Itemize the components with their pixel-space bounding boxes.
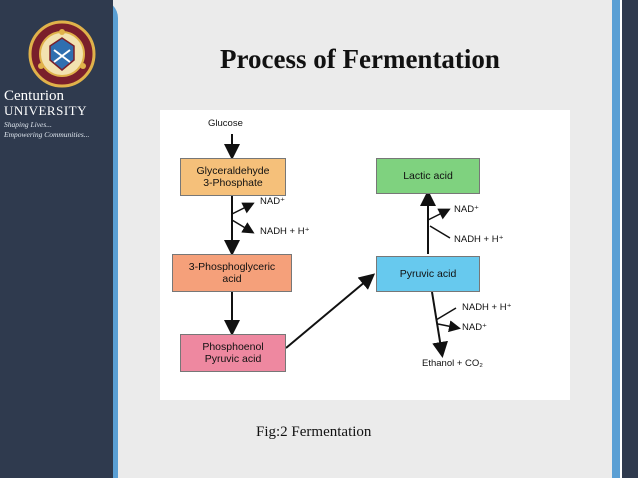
node-pyruvic-acid: Pyruvic acid <box>376 256 480 292</box>
brand-name-line1: Centurion <box>4 88 64 104</box>
arrow-nad-out-ethanol <box>437 320 461 333</box>
tagline-line1: Shaping Lives... <box>4 120 52 129</box>
node-lactic-acid: Lactic acid <box>376 158 480 194</box>
arrow-nadh-in-lactic <box>429 225 451 239</box>
node-pep-label: Phosphoenol Pyruvic acid <box>202 341 264 365</box>
node-phosphoenol-pyruvic-acid: Phosphoenol Pyruvic acid <box>180 334 286 372</box>
node-glyceraldehyde-3-phosphate: Glyceraldehyde 3-Phosphate <box>180 158 286 196</box>
right-accent <box>612 0 620 478</box>
label-nad-2: NAD⁺ <box>454 204 480 215</box>
arrow-nadh-in-ethanol <box>435 307 457 321</box>
arrow-pyruvic-to-ethanol <box>431 291 448 358</box>
arrow-nad-in <box>231 202 255 215</box>
label-nadh-3: NADH + H⁺ <box>462 302 512 313</box>
arrow-pep-to-pyruvic <box>285 273 376 349</box>
label-nadh-1: NADH + H⁺ <box>260 226 310 237</box>
label-nad-3: NAD⁺ <box>462 322 488 333</box>
label-ethanol-co2: Ethanol + CO₂ <box>422 358 483 369</box>
arrow-nadh-out <box>231 219 255 234</box>
label-glucose: Glucose <box>208 118 243 129</box>
sidebar: Centurion UNIVERSITY Shaping Lives... Em… <box>0 0 113 478</box>
fermentation-diagram: Glucose Glyceraldehyde 3-Phosphate NAD⁺ … <box>160 110 570 400</box>
right-border <box>622 0 638 478</box>
node-3-phosphoglyceric-acid: 3-Phosphoglyceric acid <box>172 254 292 292</box>
arrow-nad-out-lactic <box>427 208 451 221</box>
label-nad-1: NAD⁺ <box>260 196 286 207</box>
university-logo <box>28 20 96 88</box>
node-3pg-label: 3-Phosphoglyceric acid <box>188 261 276 285</box>
label-nadh-2: NADH + H⁺ <box>454 234 504 245</box>
node-pyruvic-label: Pyruvic acid <box>399 268 457 280</box>
node-glyceraldehyde-label: Glyceraldehyde 3-Phosphate <box>196 165 270 189</box>
node-lactic-label: Lactic acid <box>403 170 453 182</box>
page-title: Process of Fermentation <box>220 44 500 74</box>
figure-caption: Fig:2 Fermentation <box>256 424 372 440</box>
tagline-line2: Empowering Communities... <box>4 130 90 139</box>
brand-name-line2: UNIVERSITY <box>4 103 87 118</box>
diagram-arrows <box>224 134 461 358</box>
